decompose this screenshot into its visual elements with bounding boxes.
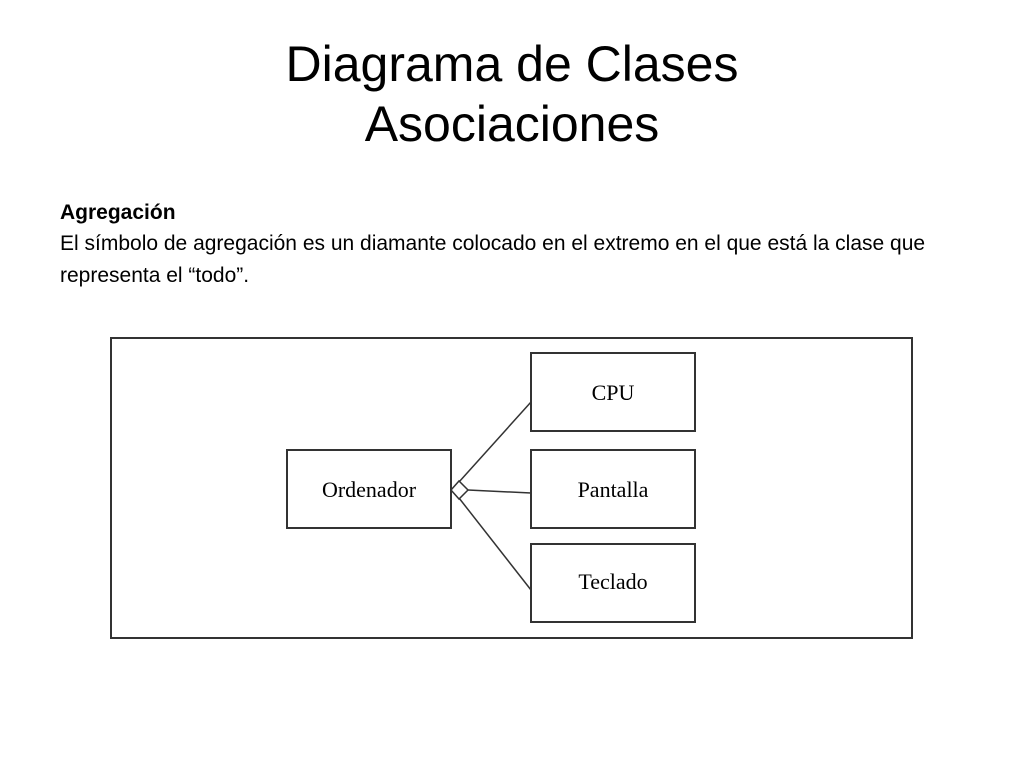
section-description: El símbolo de agregación es un diamante …: [60, 232, 926, 287]
slide-title-line-1: Diagrama de Clases: [285, 36, 739, 92]
class-label-pantalla: Pantalla: [578, 477, 649, 502]
class-box-teclado: [530, 543, 696, 623]
slide-title: Diagrama de Clases Asociaciones: [0, 34, 1024, 154]
class-label-cpu: CPU: [592, 380, 635, 405]
connector-cpu: [458, 401, 532, 483]
diagram-frame: [110, 337, 913, 639]
section-heading: Agregación: [60, 201, 176, 224]
connector-teclado: [458, 497, 532, 591]
aggregation-section: Agregación El símbolo de agregación es u…: [60, 198, 1010, 292]
class-label-ordenador: Ordenador: [322, 477, 417, 502]
class-label-teclado: Teclado: [578, 569, 647, 594]
connector-pantalla: [467, 489, 532, 494]
slide-title-line-2: Asociaciones: [364, 96, 660, 152]
class-box-pantalla: [530, 449, 696, 529]
aggregation-diamond-icon: [449, 479, 470, 501]
class-box-cpu: [530, 352, 696, 432]
